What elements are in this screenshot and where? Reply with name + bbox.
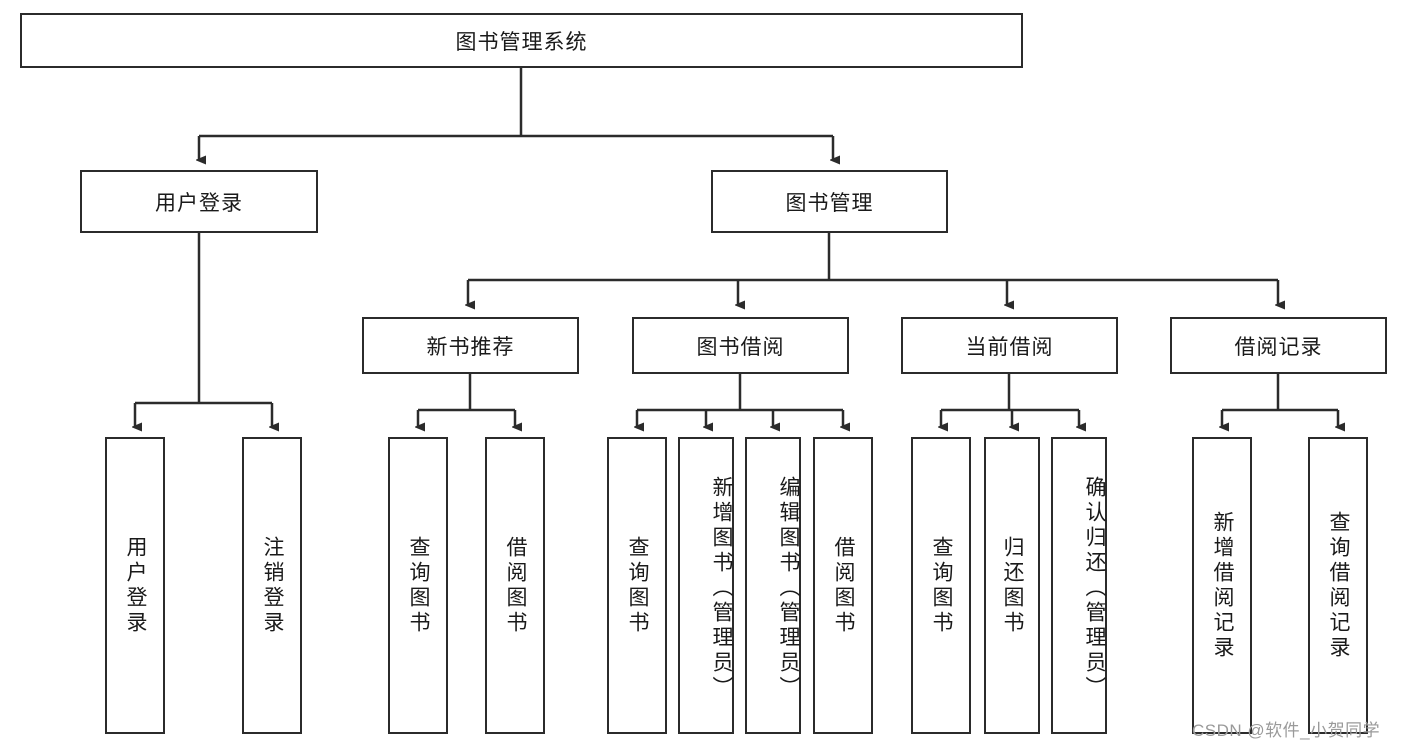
csdn-watermark: CSDN @软件_小贺同学 — [1192, 721, 1381, 740]
node-borrow-record[interactable]: 借阅记录 — [1170, 317, 1387, 374]
leaf-confirm-return-admin[interactable]: 确认归还（管理员） — [1051, 437, 1107, 734]
node-book-borrow[interactable]: 图书借阅 — [632, 317, 849, 374]
leaf-query-book-borrow[interactable]: 查询图书 — [607, 437, 667, 734]
leaf-return-book[interactable]: 归还图书 — [984, 437, 1040, 734]
leaf-borrow-book[interactable]: 借阅图书 — [813, 437, 873, 734]
leaf-query-book-current[interactable]: 查询图书 — [911, 437, 971, 734]
leaf-add-borrow-record[interactable]: 新增借阅记录 — [1192, 437, 1252, 734]
node-current-borrow[interactable]: 当前借阅 — [901, 317, 1118, 374]
leaf-add-book-admin[interactable]: 新增图书（管理员） — [678, 437, 734, 734]
leaf-logout[interactable]: 注销登录 — [242, 437, 302, 734]
leaf-query-borrow-record[interactable]: 查询借阅记录 — [1308, 437, 1368, 734]
leaf-user-login[interactable]: 用户登录 — [105, 437, 165, 734]
node-root[interactable]: 图书管理系统 — [20, 13, 1023, 68]
leaf-edit-book-admin[interactable]: 编辑图书（管理员） — [745, 437, 801, 734]
node-new-book-recommend[interactable]: 新书推荐 — [362, 317, 579, 374]
node-user-login[interactable]: 用户登录 — [80, 170, 318, 233]
node-book-management[interactable]: 图书管理 — [711, 170, 948, 233]
leaf-query-book-recommend[interactable]: 查询图书 — [388, 437, 448, 734]
leaf-borrow-book-recommend[interactable]: 借阅图书 — [485, 437, 545, 734]
